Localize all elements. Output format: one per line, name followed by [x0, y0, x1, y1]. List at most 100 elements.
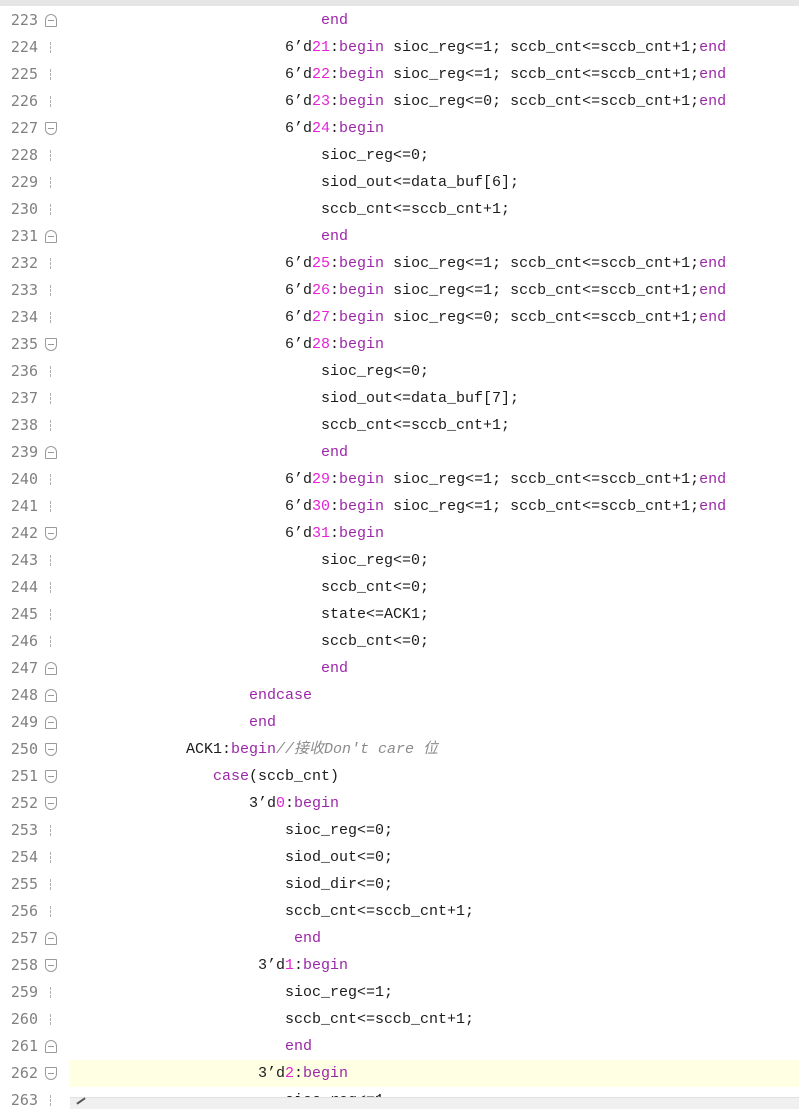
fold-end-icon[interactable] [45, 230, 57, 243]
fold-end-icon[interactable] [45, 932, 57, 945]
code-text[interactable]: 6’d27:begin sioc_reg<=0; sccb_cnt<=sccb_… [285, 304, 726, 331]
code-text[interactable]: 6’d31:begin [285, 520, 384, 547]
code-text[interactable]: siod_out<=data_buf[7]; [321, 385, 519, 412]
fold-collapse-icon[interactable] [45, 527, 57, 540]
code-text[interactable]: siod_out<=data_buf[6]; [321, 169, 519, 196]
code-text[interactable]: 3’d1:begin [258, 952, 348, 979]
code-text[interactable]: end [321, 223, 348, 250]
code-text[interactable]: 6’d24:begin [285, 115, 384, 142]
code-text[interactable]: 6’d30:begin sioc_reg<=1; sccb_cnt<=sccb_… [285, 493, 726, 520]
fold-end-icon[interactable] [45, 446, 57, 459]
code-text[interactable]: end [321, 439, 348, 466]
fold-collapse-icon[interactable] [45, 743, 57, 756]
code-text[interactable]: state<=ACK1; [321, 601, 429, 628]
code-text[interactable]: sccb_cnt<=sccb_cnt+1; [285, 1006, 474, 1033]
fold-collapse-icon[interactable] [45, 122, 57, 135]
code-text[interactable]: sioc_reg<=1; [285, 979, 393, 1006]
line-number: 232 [10, 254, 38, 272]
fold-collapse-icon[interactable] [45, 797, 57, 810]
fold-end-icon[interactable] [45, 716, 57, 729]
code-text[interactable]: end [249, 709, 276, 736]
code-text[interactable]: ACK1:begin//接收Don't care 位 [186, 736, 438, 763]
code-text[interactable]: siod_out<=0; [285, 844, 393, 871]
code-text[interactable]: end [321, 7, 348, 34]
code-text[interactable]: 6’d26:begin sioc_reg<=1; sccb_cnt<=sccb_… [285, 277, 726, 304]
code-text[interactable]: sccb_cnt<=sccb_cnt+1; [321, 412, 510, 439]
code-token: 6’d [285, 471, 313, 488]
fold-collapse-icon[interactable] [45, 338, 57, 351]
code-text[interactable]: 3’d2:begin [258, 1060, 348, 1087]
fold-collapse-icon[interactable] [45, 1067, 57, 1080]
code-text[interactable]: sccb_cnt<=0; [321, 628, 429, 655]
code-text[interactable]: sioc_reg<=0; [321, 547, 429, 574]
code-line[interactable]: 232 6’d25:begin sioc_reg<=1; sccb_cnt<=sc… [0, 250, 799, 277]
code-text[interactable]: endcase [249, 682, 312, 709]
fold-end-icon[interactable] [45, 14, 57, 27]
code-text[interactable]: sccb_cnt<=sccb_cnt+1; [285, 898, 474, 925]
fold-end-icon[interactable] [45, 662, 57, 675]
code-text[interactable]: case(sccb_cnt) [213, 763, 339, 790]
code-text[interactable]: 6’d22:begin sioc_reg<=1; sccb_cnt<=sccb_… [285, 61, 726, 88]
code-text[interactable]: end [294, 925, 321, 952]
code-text[interactable]: 6’d21:begin sioc_reg<=1; sccb_cnt<=sccb_… [285, 34, 726, 61]
code-text[interactable]: 6’d25:begin sioc_reg<=1; sccb_cnt<=sccb_… [285, 250, 726, 277]
code-text[interactable]: sioc_reg<=0; [321, 142, 429, 169]
code-text[interactable]: sccb_cnt<=sccb_cnt+1; [321, 196, 510, 223]
horizontal-scrollbar[interactable] [70, 1097, 799, 1109]
code-text[interactable]: end [285, 1033, 312, 1060]
code-text[interactable]: siod_dir<=0; [285, 871, 393, 898]
code-text[interactable]: sioc_reg<=0; [285, 817, 393, 844]
code-text[interactable]: 6’d23:begin sioc_reg<=0; sccb_cnt<=sccb_… [285, 88, 726, 115]
fold-collapse-icon[interactable] [45, 959, 57, 972]
code-text[interactable]: sioc_reg<=0; [321, 358, 429, 385]
code-text[interactable]: sccb_cnt<=0; [321, 574, 429, 601]
code-text[interactable]: 3’d0:begin [249, 790, 339, 817]
code-text[interactable]: 6’d28:begin [285, 331, 384, 358]
fold-end-icon[interactable] [45, 1040, 57, 1053]
code-text[interactable]: end [321, 655, 348, 682]
fold-collapse-icon[interactable] [45, 770, 57, 783]
fold-end-icon[interactable] [45, 689, 57, 702]
code-text[interactable]: 6’d29:begin sioc_reg<=1; sccb_cnt<=sccb_… [285, 466, 726, 493]
